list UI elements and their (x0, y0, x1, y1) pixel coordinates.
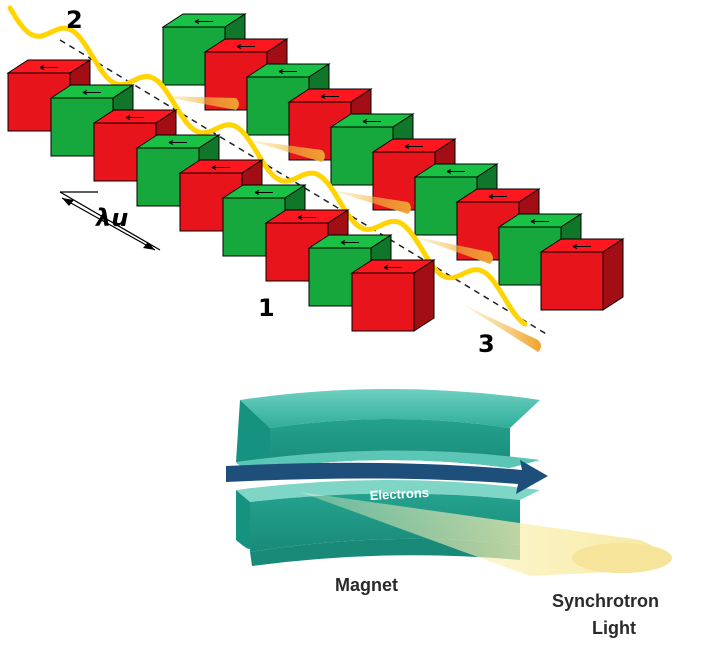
synchrotron-light-beam (300, 492, 663, 576)
magnet-label: Magnet (335, 575, 398, 595)
back-magnet-block (539, 238, 625, 311)
radiation-cone (330, 190, 411, 214)
radiation-cone (247, 140, 325, 162)
field-arrow-icon (278, 69, 297, 74)
bending-magnet-diagram: Electrons Magnet Synchrotron Light (226, 389, 672, 638)
field-arrow-icon (572, 244, 591, 249)
upper-magnet-pole (236, 389, 540, 469)
radiation-cone (160, 96, 239, 110)
radiation-cone (462, 304, 541, 352)
field-arrow-icon (320, 94, 339, 99)
field-arrow-icon (404, 144, 423, 149)
field-arrow-icon (297, 215, 316, 220)
field-arrow-icon (446, 169, 465, 174)
field-arrow-icon (254, 190, 273, 195)
period-marker (59, 191, 161, 251)
electron-arrow (226, 460, 548, 494)
field-arrow-icon (82, 90, 101, 95)
field-arrow-icon (488, 194, 507, 199)
field-arrow-icon (39, 65, 58, 70)
electrons-label: Electrons (369, 485, 429, 503)
synchrotron-label: Synchrotron (552, 591, 659, 611)
light-label: Light (592, 618, 636, 638)
field-arrow-icon (211, 165, 230, 170)
field-arrow-icon (340, 240, 359, 245)
field-arrow-icon (125, 115, 144, 120)
field-arrow-icon (168, 140, 187, 145)
field-arrow-icon (383, 265, 402, 270)
field-arrow-icon (194, 19, 213, 24)
field-arrow-icon (530, 219, 549, 224)
field-arrow-icon (236, 44, 255, 49)
radiation-cones (160, 96, 541, 352)
label-2: 2 (66, 6, 83, 34)
radiation-cone (412, 236, 493, 264)
front-magnet-block (350, 259, 436, 332)
electron-beam-path (7, 5, 528, 327)
beam-axis-line (59, 39, 549, 336)
light-spot (572, 543, 672, 573)
front-magnet-row (6, 59, 436, 332)
label-3: 3 (478, 330, 495, 358)
field-arrow-icon (362, 119, 381, 124)
back-magnet-block (455, 188, 541, 261)
period-label: λu (94, 204, 128, 232)
label-1: 1 (258, 294, 275, 322)
undulator-diagram: λu 2 1 3 (6, 5, 625, 358)
